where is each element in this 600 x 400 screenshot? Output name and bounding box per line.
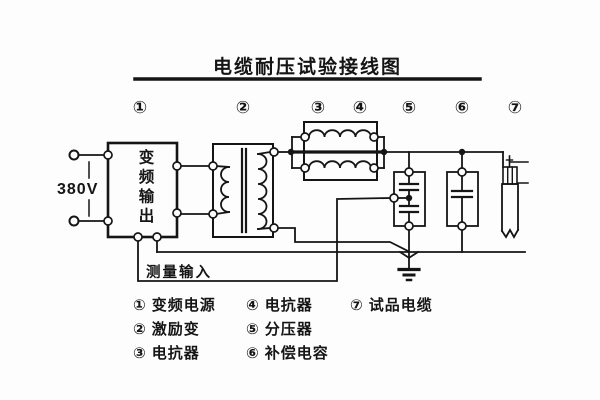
legend-num: ④ — [246, 297, 260, 314]
sequence-number-5: ⑤ — [401, 98, 417, 117]
sequence-number-1: ① — [132, 98, 148, 117]
diagram-title: 电缆耐压试验接线图 — [212, 57, 402, 78]
cable-break — [500, 228, 520, 239]
source-voltage-label: 380V — [57, 181, 99, 198]
sequence-number-3: ③ — [310, 98, 326, 117]
source-terminals — [68, 149, 80, 227]
legend-num: ③ — [133, 345, 147, 362]
secondary-coil — [257, 153, 268, 230]
terminal-circle — [68, 149, 80, 161]
converter-box-label: 变频输出 — [136, 149, 154, 227]
sequence-number-7: ⑦ — [507, 98, 523, 117]
legend-label: 分压器 — [264, 321, 313, 338]
sequence-number-4: ④ — [352, 98, 368, 117]
junction-dots — [287, 148, 466, 202]
sequence-number-2: ② — [235, 98, 251, 117]
legend-label: 电抗器 — [264, 297, 313, 314]
legend-label: 补偿电容 — [264, 345, 329, 362]
legend-label: 试品电缆 — [368, 297, 433, 314]
legend-num: ⑥ — [246, 345, 260, 362]
sequence-number-6: ⑥ — [454, 98, 470, 117]
legend-num: ⑤ — [246, 321, 260, 338]
test-cable — [500, 155, 529, 239]
measurement-input-label: 测量输入 — [146, 265, 212, 281]
compensation-capacitor — [446, 171, 479, 227]
reactor-coil-top — [308, 129, 372, 138]
excitation-transformer — [212, 143, 274, 238]
connector-circles — [103, 132, 467, 242]
primary-coil — [220, 166, 230, 213]
legend-num: ② — [133, 321, 147, 338]
ground-symbol — [397, 267, 421, 282]
cable-body — [501, 183, 519, 232]
terminal-circle — [68, 215, 80, 227]
legend-label: 变频电源 — [151, 297, 216, 314]
legend-label: 激励变 — [151, 321, 200, 338]
reactor-unit — [289, 121, 386, 181]
reactor-coil-bottom — [308, 160, 372, 169]
cable-termination — [502, 166, 518, 185]
legend-num: ⑦ — [350, 297, 364, 314]
legend-label: 电抗器 — [151, 345, 200, 362]
legend-num: ① — [133, 297, 147, 314]
